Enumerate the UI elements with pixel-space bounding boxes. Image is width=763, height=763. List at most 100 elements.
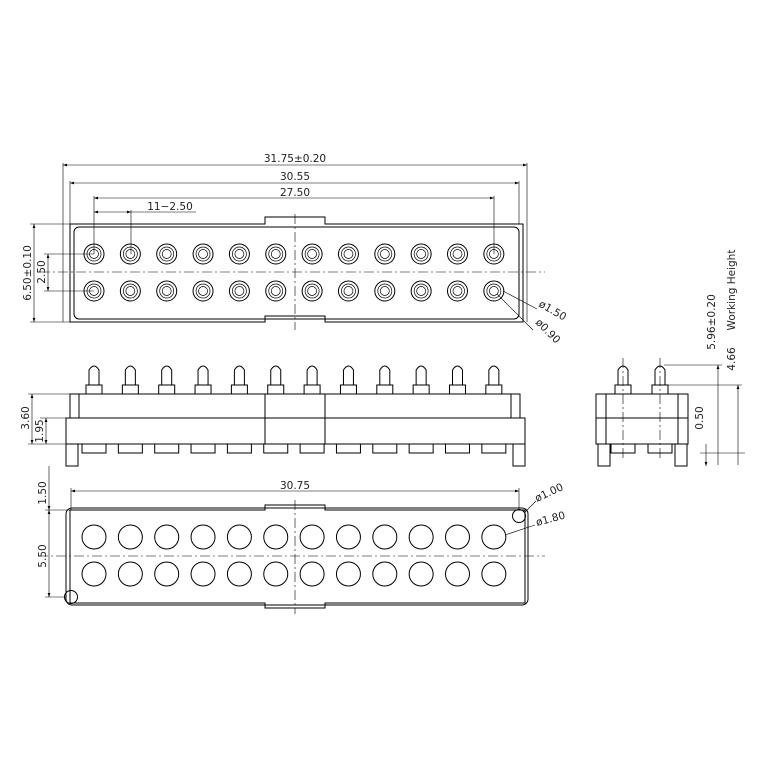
- pin-outer-ring: [447, 280, 468, 302]
- pin-outer-ring: [483, 280, 505, 302]
- pcb-pad-hole: [263, 561, 289, 587]
- side-pin-tail: [117, 443, 143, 454]
- dim-pitch: 11−2.50: [147, 201, 193, 213]
- top-pin-array: [83, 243, 505, 302]
- pcb-inner-outline: [65, 507, 529, 606]
- pin-tip: [343, 286, 354, 296]
- pin-tip: [234, 286, 245, 296]
- pin-outer-ring: [265, 280, 287, 302]
- side-pin-tail: [299, 443, 325, 454]
- side-leg: [512, 443, 526, 467]
- side-body: [65, 417, 526, 445]
- dim-overall-width: 6.50±0.10: [22, 245, 34, 301]
- pin-shoulder: [195, 283, 211, 299]
- dim-pin-span: 27.50: [280, 187, 310, 199]
- pcb-pad-hole: [81, 524, 107, 550]
- pcb-pad-hole: [372, 524, 398, 550]
- pin-tip: [198, 286, 208, 296]
- side-pin: [412, 365, 430, 395]
- side-pin-tail: [190, 443, 216, 454]
- top-view-outline: [69, 216, 524, 323]
- pin-shoulder: [268, 246, 284, 262]
- pin-outer-ring: [156, 280, 178, 302]
- pcb-pad-hole: [335, 524, 361, 550]
- pin-outer-ring: [265, 243, 287, 265]
- pin-shoulder: [195, 246, 211, 262]
- pin-outer-ring: [374, 243, 396, 265]
- pin-shoulder: [450, 283, 465, 299]
- pin-shoulder: [232, 283, 247, 299]
- side-view: 3.60 1.95: [20, 365, 526, 467]
- pin-outer-ring: [374, 280, 396, 302]
- dim-tip-diameter: ø0.90: [533, 317, 563, 347]
- pin-shoulder: [377, 246, 393, 262]
- pin-tip: [161, 249, 172, 259]
- dim-offset: 0.50: [694, 406, 706, 429]
- pin-outer-ring: [337, 243, 359, 265]
- pin-shoulder: [123, 283, 138, 299]
- pin-shoulder: [304, 246, 320, 262]
- pin-outer-ring: [447, 243, 468, 265]
- pin-tip: [234, 249, 245, 259]
- pin-tip: [452, 249, 463, 259]
- pcb-pad-hole: [190, 561, 216, 587]
- side-pin: [194, 365, 212, 395]
- pcb-pad-hole: [81, 561, 107, 587]
- pin-tip: [161, 286, 172, 296]
- pcb-pad-hole: [117, 524, 143, 550]
- dim-edge-offset: 1.50: [37, 481, 49, 504]
- pin-shoulder: [304, 283, 320, 299]
- pin-outer-ring: [337, 280, 359, 302]
- pin-shoulder: [413, 246, 429, 262]
- dim-pad-diameter: ø1.80: [535, 510, 567, 529]
- dim-total-height: 5.96±0.20: [706, 294, 718, 350]
- pin-tip: [379, 249, 390, 259]
- dim-working-height: 4.66: [726, 347, 738, 371]
- side-pin: [230, 365, 248, 395]
- pcb-pad-hole: [226, 561, 252, 587]
- dim-seat-height: 1.95: [34, 419, 46, 442]
- pin-outer-ring: [119, 280, 141, 302]
- side-leg: [65, 443, 79, 467]
- side-pin-tail: [263, 443, 289, 454]
- working-height-label: Working Height: [726, 250, 738, 331]
- end-leg: [674, 443, 688, 467]
- pcb-pad-hole: [226, 524, 252, 550]
- dim-height: 3.60: [20, 406, 32, 429]
- dim-locating-hole: ø1.00: [533, 481, 565, 504]
- pin-tip: [379, 286, 390, 296]
- leader-tip-diameter: [496, 293, 534, 331]
- pcb-pad-hole: [190, 524, 216, 550]
- side-pin: [85, 365, 103, 395]
- pcb-pad-hole: [481, 524, 507, 550]
- side-pin-tail: [81, 443, 107, 454]
- pin-tip: [125, 249, 136, 259]
- pcb-pad-hole: [263, 524, 289, 550]
- pin-outer-ring: [410, 280, 432, 302]
- pin-shoulder: [123, 246, 138, 262]
- dim-hole-span: 30.75: [280, 480, 310, 492]
- leader-pad-diameter: [504, 524, 536, 536]
- pin-tip: [307, 286, 317, 296]
- pin-shoulder: [268, 283, 284, 299]
- end-view: 5.96±0.20 4.66 Working Height 0.50: [595, 250, 745, 467]
- side-end-tab: [510, 393, 521, 419]
- pcb-pad-hole: [481, 561, 507, 587]
- pin-shoulder: [159, 283, 175, 299]
- side-pin-tail: [372, 443, 398, 454]
- end-leg: [597, 443, 611, 467]
- pin-outer-ring: [228, 243, 250, 265]
- pin-tip: [270, 249, 281, 259]
- side-center-joint: [264, 393, 326, 445]
- top-view-body: [73, 226, 520, 320]
- side-pin: [267, 365, 285, 395]
- pcb-pad-hole: [445, 524, 470, 550]
- pcb-layout: 30.75 1.50 5.50 ø1.00 ø1.80: [37, 466, 567, 614]
- side-pin-tail: [335, 443, 361, 454]
- pin-outer-ring: [192, 243, 214, 265]
- side-pin-tail: [445, 443, 470, 454]
- pin-outer-ring: [301, 280, 323, 302]
- pin-tip: [416, 286, 426, 296]
- pcb-pad-hole: [408, 524, 434, 550]
